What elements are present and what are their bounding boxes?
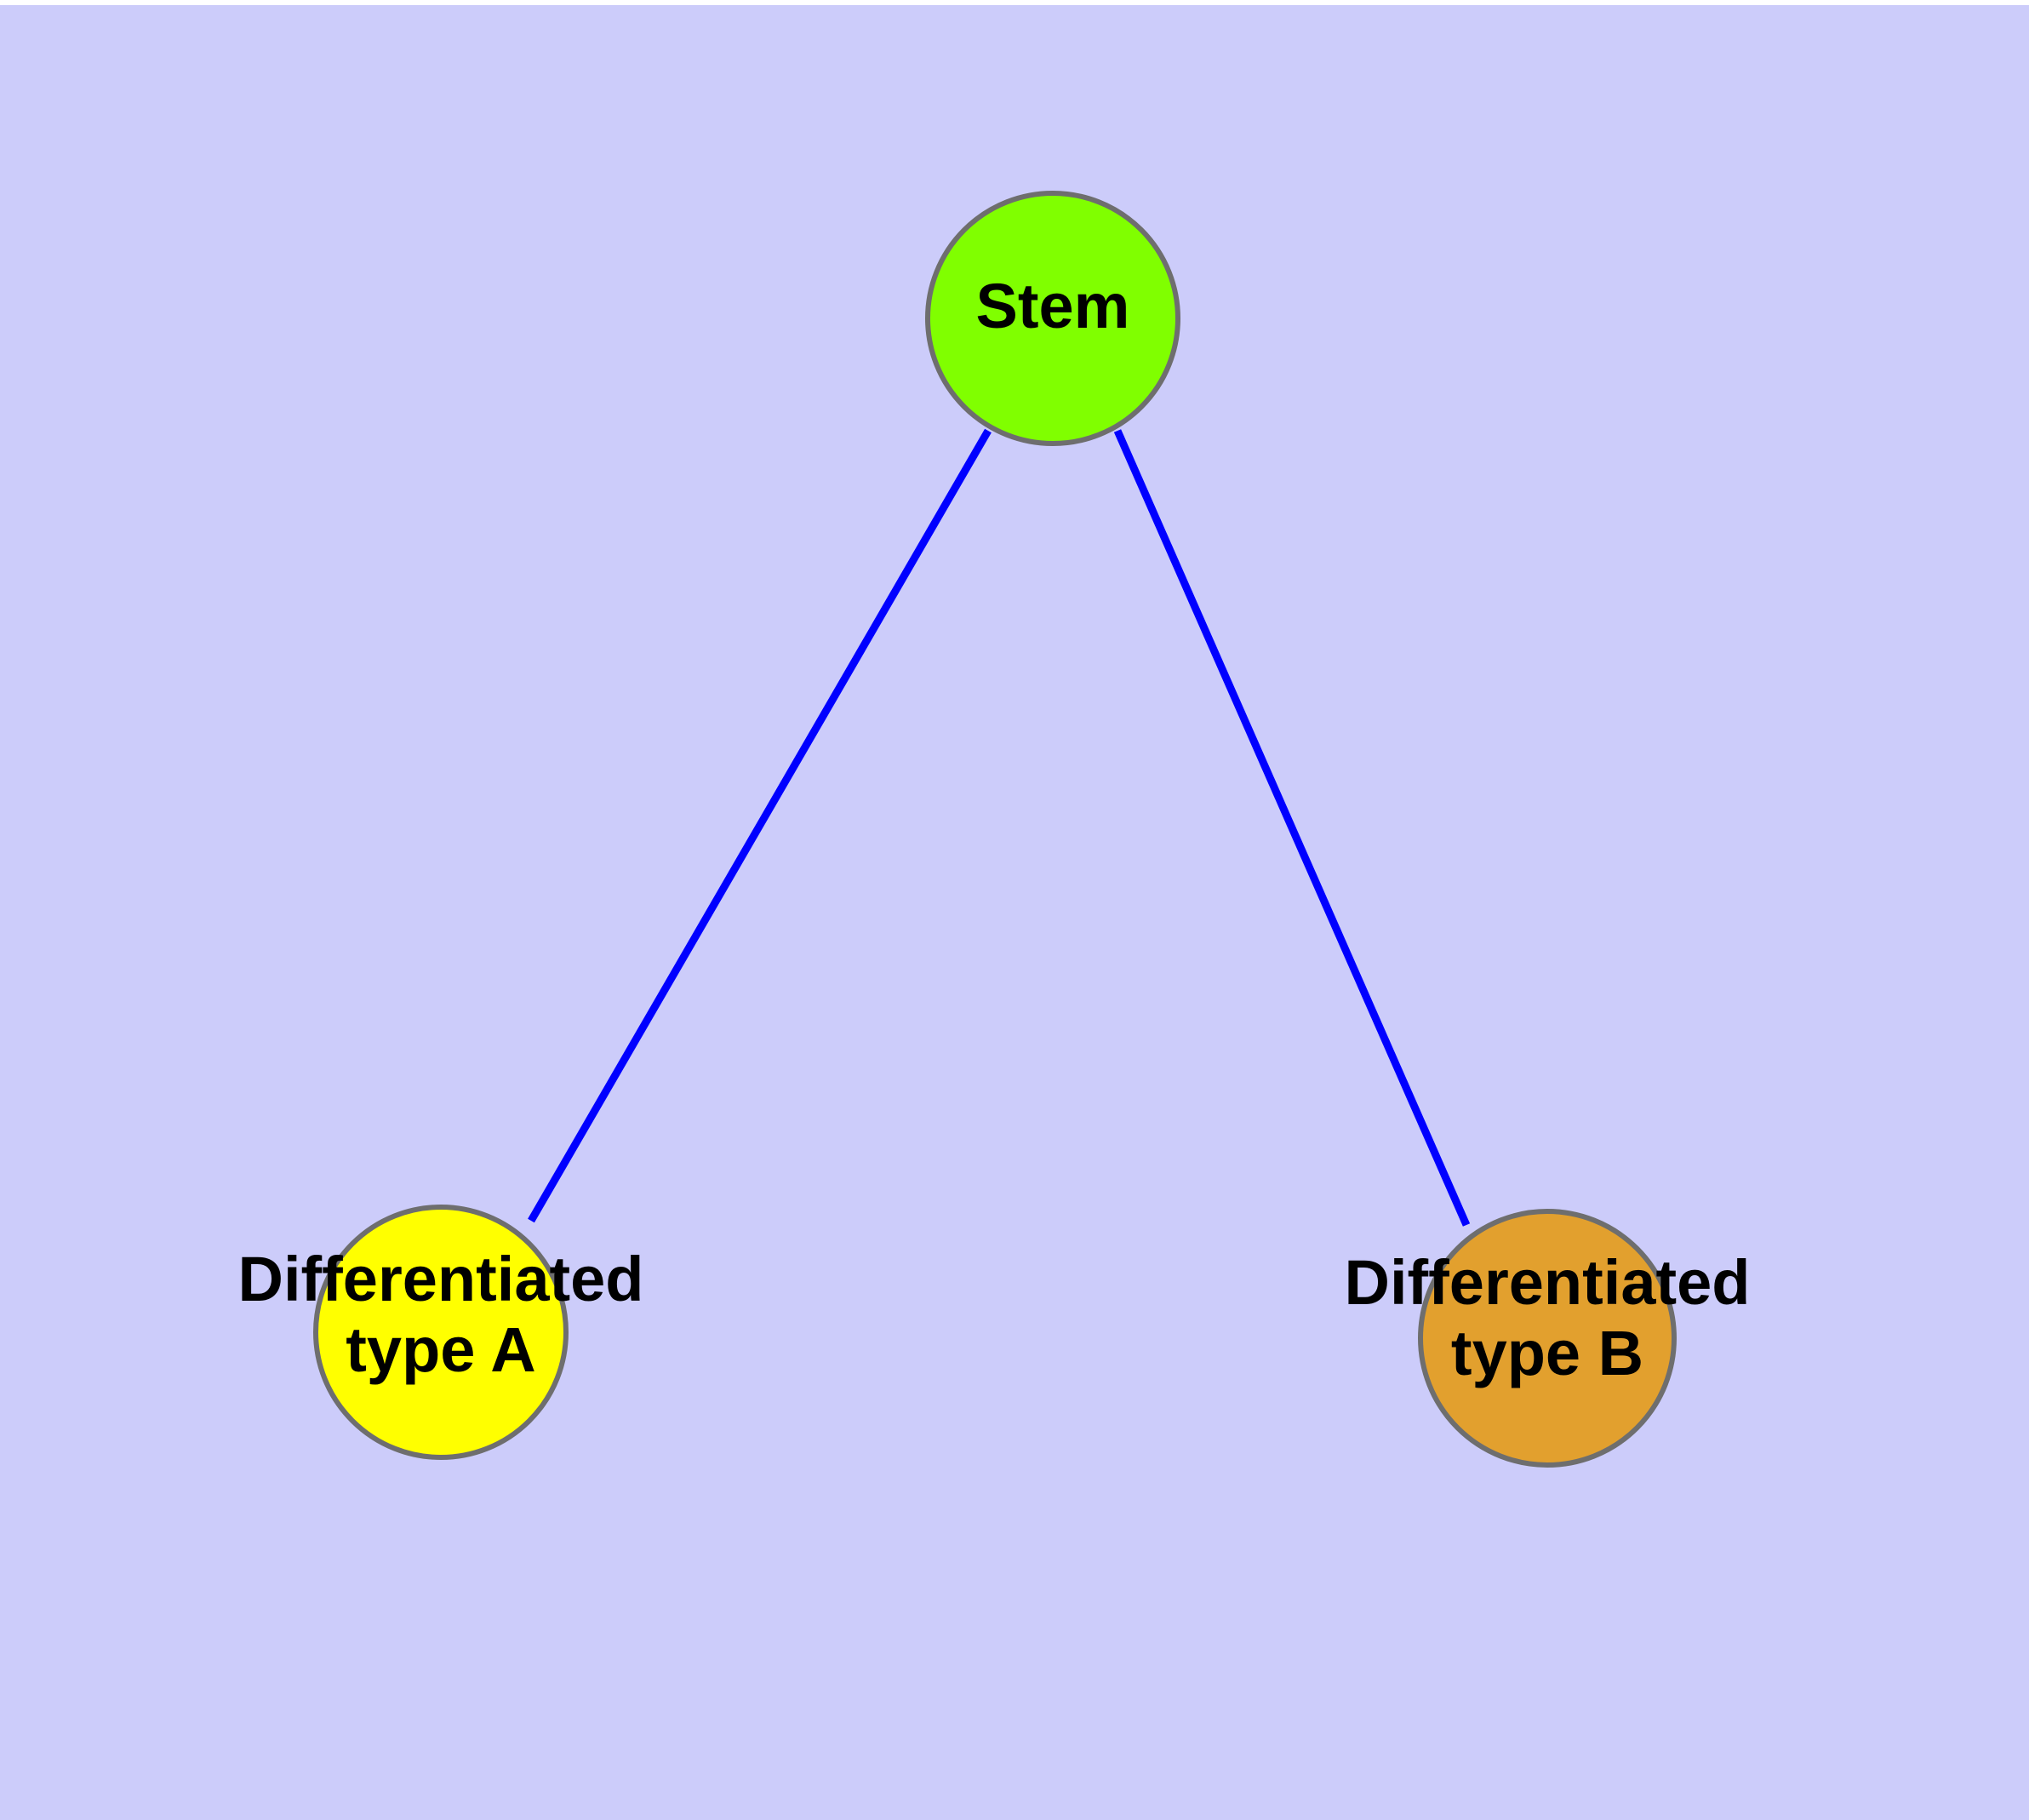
edge-stem-to-differentiated-type-a — [528, 428, 992, 1223]
node-differentiated-type-b[interactable] — [1418, 1209, 1677, 1468]
edge-stem-to-differentiated-type-b — [1113, 429, 1471, 1227]
canvas-top-strip — [0, 0, 2029, 5]
node-differentiated-type-a[interactable] — [313, 1205, 569, 1460]
node-stem[interactable] — [925, 191, 1180, 446]
